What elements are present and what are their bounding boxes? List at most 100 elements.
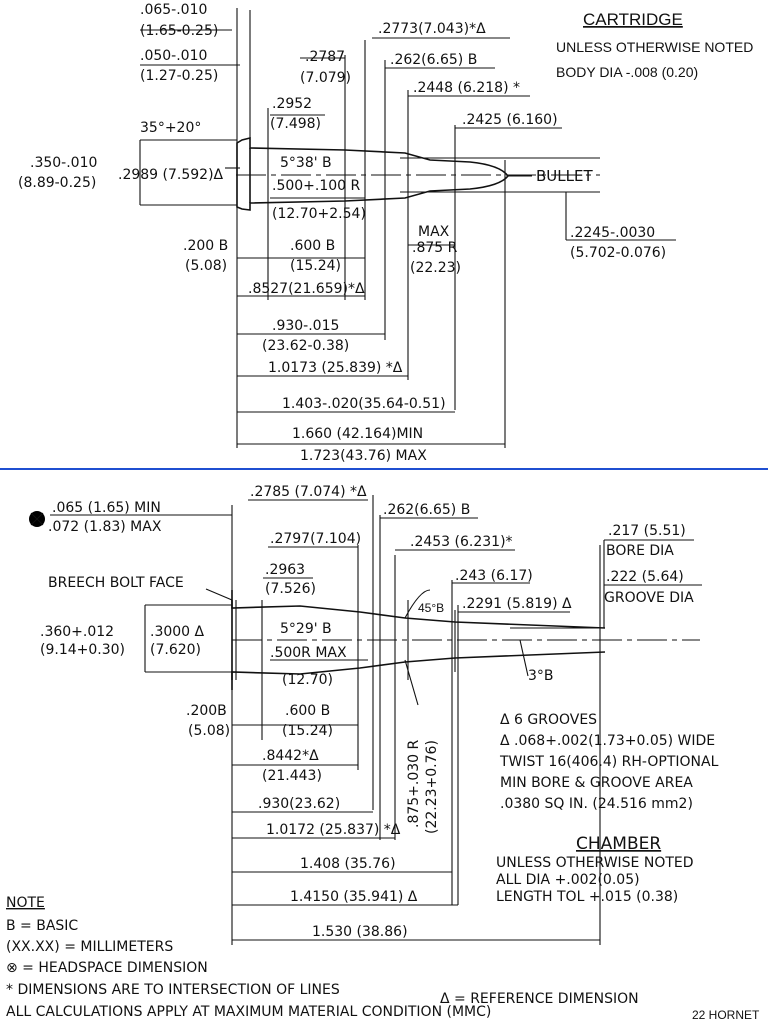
dim-rim-dia-a: .350-.010 <box>30 155 97 171</box>
cdim-neck-pos-a: .2785 (7.074) *Δ <box>250 484 367 500</box>
dim-oal-max: 1.723(43.76) MAX <box>300 448 427 464</box>
cdim-shoulder-len-b: (21.443) <box>262 768 322 784</box>
chamber-note-2: ALL DIA +.002(0.05) <box>496 872 640 888</box>
note-item-1: (XX.XX) = MILLIMETERS <box>6 939 173 955</box>
breech-bolt-label: BREECH BOLT FACE <box>48 575 184 591</box>
leader-c-875 <box>404 659 419 706</box>
headspace-x2 <box>30 512 44 526</box>
cdim-rim-dia-c: .3000 Δ <box>150 624 205 640</box>
dim-neck-pos: 1.0173 (25.839) *Δ <box>268 360 403 376</box>
cdim-angle-45: 45°B <box>418 601 444 615</box>
dim-bullet-dia-b: (5.702-0.076) <box>570 245 666 261</box>
dim-case-len-a: .930-.015 <box>272 318 339 334</box>
dim-ogive-b: .875 R <box>412 240 458 256</box>
cdim-headspace-b: .072 (1.83) MAX <box>48 519 162 535</box>
cdim-ogive: .875+.030 R <box>406 739 422 828</box>
cdim-rim-dia-a: .360+.012 <box>40 624 114 640</box>
dim-ogive-a: MAX <box>418 224 450 240</box>
dim-neck-len: .2773(7.043)*Δ <box>378 21 486 37</box>
cdim-shoulder-len-a: .8442*Δ <box>262 748 319 764</box>
cdim-base-len-b: (5.08) <box>188 723 230 739</box>
cdim-radius-a: .500R MAX <box>270 645 347 661</box>
dim-col-len: 1.403-.020(35.64-0.51) <box>282 396 446 412</box>
cartridge-outline <box>236 136 510 211</box>
dim-case-len-b: (23.62-0.38) <box>262 338 349 354</box>
cdim-neck-b: .262(6.65) B <box>383 502 470 518</box>
dim-ogive-c: (22.23) <box>410 260 461 276</box>
cdim-leade-len: 1.4150 (35.941) Δ <box>290 889 418 905</box>
cdim-groove-a: .222 (5.64) <box>606 569 684 585</box>
dim-bullet-dia-a: .2245-.0030 <box>570 225 655 241</box>
cdim-body-len-a: .600 B <box>285 703 330 719</box>
cdim-base-len-a: .200B <box>186 703 227 719</box>
cdim-angle-3: 3°B <box>528 668 554 684</box>
cdim-body-len-b: (15.24) <box>282 723 333 739</box>
groove-note-3: MIN BORE & GROOVE AREA <box>500 775 693 791</box>
dim-rim-bevel-a: .050-.010 <box>140 48 207 64</box>
cdim-neck-dia: .243 (6.17) <box>455 568 533 584</box>
cdim-neck-pos: 1.0172 (25.837) *Δ <box>266 822 401 838</box>
dim-head-dia-a: .2952 <box>272 96 312 112</box>
notes-header: NOTE <box>6 895 45 911</box>
dim-radius-b: (12.70+2.54) <box>272 206 366 222</box>
cartridge-note-1: UNLESS OTHERWISE NOTED <box>556 39 753 55</box>
dim-rim-thick-b: (1.65-0.25) <box>140 23 218 39</box>
cartridge-title: CARTRIDGE <box>583 10 683 29</box>
dim-shoulder-dia: .2448 (6.218) * <box>413 80 520 96</box>
note-ref: Δ = REFERENCE DIMENSION <box>440 991 639 1007</box>
note-item-3: * DIMENSIONS ARE TO INTERSECTION OF LINE… <box>6 982 340 998</box>
cdim-shoulder-dia: .2453 (6.231)* <box>410 534 513 550</box>
dim-base-len-a: .200 B <box>183 238 228 254</box>
cartridge-drawing <box>139 8 676 448</box>
cdim-ogive-mm: (22.23+0.76) <box>424 740 440 834</box>
cdim-head-dia-a: .2963 <box>265 562 305 578</box>
bullet-label: BULLET <box>536 167 593 185</box>
dim-base-dia-b: (7.079) <box>300 70 351 86</box>
cartridge-note-2: BODY DIA -.008 (0.20) <box>556 64 698 80</box>
dim-rim-dia-b: (8.89-0.25) <box>18 175 96 191</box>
dim-radius-a: .500+.100 R <box>272 178 361 194</box>
dim-rim-dia-c: .2989 (7.592)Δ <box>118 167 224 183</box>
cdim-rim-dia-d: (7.620) <box>150 642 201 658</box>
groove-note-2: TWIST 16(406.4) RH-OPTIONAL <box>499 754 719 770</box>
dim-base-len-b: (5.08) <box>185 258 227 274</box>
cdim-throat: .2291 (5.819) Δ <box>462 596 572 612</box>
note-item-0: B = BASIC <box>6 918 78 934</box>
dim-bevel-angle: 35°+20° <box>140 120 201 136</box>
cdim-case-len: .930(23.62) <box>258 796 340 812</box>
chamber-title: CHAMBER <box>576 834 661 854</box>
dim-base-dia-a: .2787 <box>305 49 345 65</box>
cdim-throat-len: 1.408 (35.76) <box>300 856 396 872</box>
cdim-total-len: 1.530 (38.86) <box>312 924 408 940</box>
footer-label: 22 HORNET <box>692 1008 760 1022</box>
cdim-taper: 5°29' B <box>280 621 332 637</box>
groove-note-4: .0380 SQ IN. (24.516 mm2) <box>500 796 693 812</box>
note-item-2: ⊗ = HEADSPACE DIMENSION <box>6 960 208 976</box>
dim-oal-min: 1.660 (42.164)MIN <box>292 426 423 442</box>
cdim-rim-dia-b: (9.14+0.30) <box>40 642 125 658</box>
dim-head-dia-b: (7.498) <box>270 116 321 132</box>
chamber-note-3: LENGTH TOL +.015 (0.38) <box>496 889 678 905</box>
dim-neck-b: .262(6.65) B <box>390 52 477 68</box>
note-item-4: ALL CALCULATIONS APPLY AT MAXIMUM MATERI… <box>6 1004 491 1020</box>
groove-note-1: Δ .068+.002(1.73+0.05) WIDE <box>500 733 715 749</box>
cdim-headspace-a: .065 (1.65) MIN <box>52 500 161 516</box>
cdim-radius-b: (12.70) <box>282 672 333 688</box>
dim-rim-thick-a: .065-.010 <box>140 2 207 18</box>
dim-neck-dia: .2425 (6.160) <box>462 112 558 128</box>
dim-body-len-b: (15.24) <box>290 258 341 274</box>
leader-c-3deg <box>519 639 529 677</box>
dim-rim-bevel-b: (1.27-0.25) <box>140 68 218 84</box>
dim-body-len-a: .600 B <box>290 238 335 254</box>
cdim-base-dia-a: .2797(7.104) <box>270 531 361 547</box>
cdim-groove-b: GROOVE DIA <box>604 590 694 606</box>
chamber-drawing <box>29 495 702 945</box>
groove-note-0: Δ 6 GROOVES <box>500 712 597 728</box>
cdim-head-dia-b: (7.526) <box>265 581 316 597</box>
cdim-bore-a: .217 (5.51) <box>608 523 686 539</box>
dim-taper: 5°38' B <box>280 155 332 171</box>
chamber-note-1: UNLESS OTHERWISE NOTED <box>496 855 694 871</box>
cdim-bore-b: BORE DIA <box>606 543 674 559</box>
dim-shoulder-len: .8527(21.659)*Δ <box>248 281 365 297</box>
